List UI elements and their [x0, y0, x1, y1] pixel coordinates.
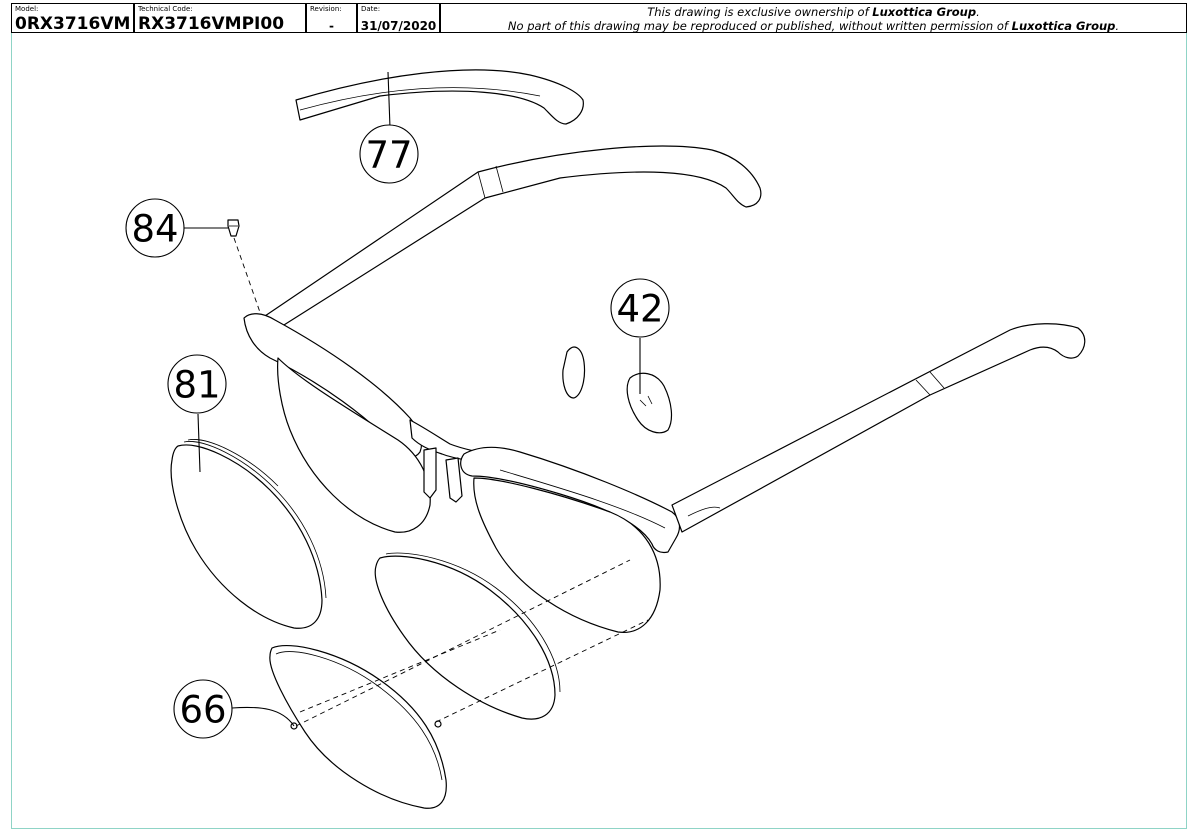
date-value: 31/07/2020	[360, 19, 437, 33]
screw-part	[227, 219, 240, 237]
leader-81	[197, 413, 201, 473]
nose-pad-part	[562, 346, 673, 434]
date-cell: Date: 31/07/2020	[357, 3, 440, 33]
lens-part	[170, 439, 327, 629]
front-frame	[243, 313, 1086, 633]
leader-66	[231, 706, 295, 727]
lens-wire-part	[269, 644, 447, 809]
callout-42-number: 42	[616, 288, 663, 331]
model-label: Model:	[15, 5, 39, 13]
callout-77-number: 77	[365, 134, 412, 177]
revision-value: -	[329, 19, 334, 33]
copyright-notice: No part of this drawing may be reproduce…	[507, 19, 1120, 33]
leader-77	[387, 71, 391, 129]
callout-66: 66	[173, 679, 233, 739]
assembly-line-3	[299, 629, 501, 713]
callout-84: 84	[125, 198, 185, 258]
technical-code-cell: Technical Code: RX3716VMPI00	[134, 3, 306, 34]
far-temple	[261, 145, 762, 331]
revision-cell: Revision: -	[306, 3, 357, 33]
screw-axis	[233, 237, 263, 319]
ownership-cell: This drawing is exclusive ownership of L…	[440, 3, 1187, 33]
callout-66-number: 66	[179, 689, 226, 732]
callout-42: 42	[610, 278, 670, 338]
callout-81: 81	[167, 354, 227, 414]
technical-code-label: Technical Code:	[138, 5, 193, 13]
model-cell: Model: 0RX3716VM	[11, 3, 134, 34]
callout-81-number: 81	[173, 364, 220, 407]
technical-code-value: RX3716VMPI00	[138, 14, 285, 34]
callout-84-number: 84	[131, 208, 178, 251]
assembly-line-2	[435, 619, 649, 723]
revision-label: Revision:	[310, 5, 342, 13]
date-label: Date:	[361, 5, 381, 13]
temple-tip-part	[295, 69, 584, 125]
assembly-line-1	[295, 559, 631, 727]
ownership-notice: This drawing is exclusive ownership of L…	[647, 5, 980, 19]
callout-77: 77	[359, 124, 419, 184]
lens-part-2	[374, 552, 561, 720]
model-value: 0RX3716VM	[15, 14, 131, 34]
